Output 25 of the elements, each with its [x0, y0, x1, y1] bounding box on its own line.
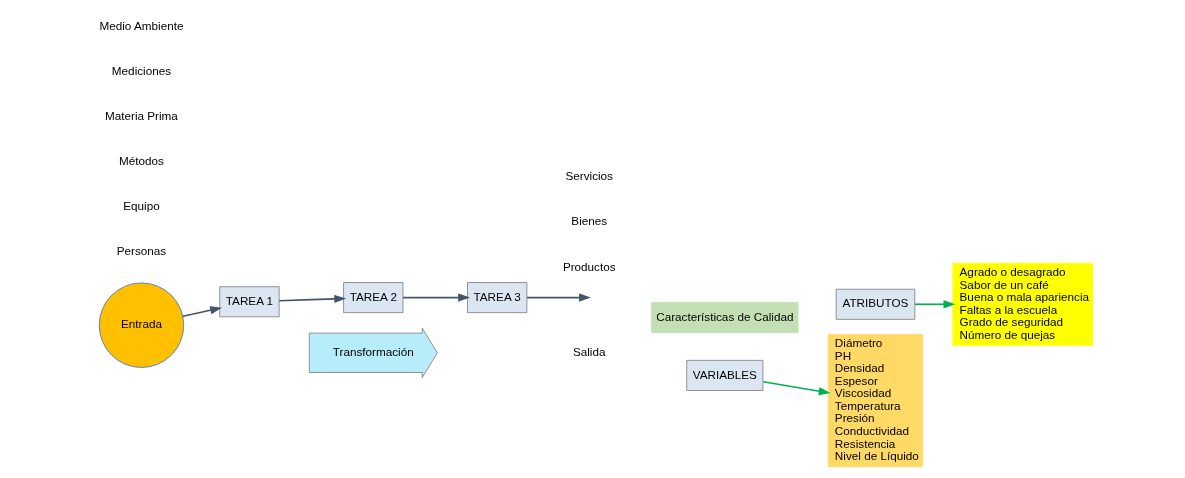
node-box: Diámetro PH Densidad Espesor Viscosidad Temperatura Presión Conductividad Resistencia Nivel de Líquido — [827, 334, 923, 468]
label: Salida — [572, 344, 606, 358]
label: Personas — [116, 244, 166, 258]
label: Bienes — [570, 214, 607, 228]
label: Productos — [562, 259, 616, 273]
node-box: VARIABLES — [685, 359, 763, 391]
node-box: TAREA 1 — [218, 286, 280, 318]
arrow — [913, 300, 955, 309]
node-box: Agrado o desagrado Sabor de un café Buena o mala apariencia Faltas a la escuela Grado de seguridad Número de quejas — [951, 262, 1093, 346]
label: Mediciones — [111, 63, 171, 77]
arrow — [277, 294, 346, 303]
node-box: Características de Calidad — [650, 302, 798, 334]
label: Métodos — [118, 154, 164, 168]
label: Materia Prima — [104, 108, 178, 122]
node-circle: Entrada — [98, 282, 184, 368]
node-box: TAREA 3 — [466, 282, 527, 314]
arrow — [761, 380, 830, 396]
arrow — [181, 306, 222, 318]
node-box: TAREA 2 — [342, 282, 403, 314]
label: Equipo — [122, 199, 160, 213]
node-box: ATRIBUTOS — [835, 288, 915, 320]
arrow — [525, 293, 591, 302]
arrow — [401, 293, 470, 302]
label: Medio Ambiente — [99, 18, 183, 32]
label: Servicios — [564, 169, 613, 183]
